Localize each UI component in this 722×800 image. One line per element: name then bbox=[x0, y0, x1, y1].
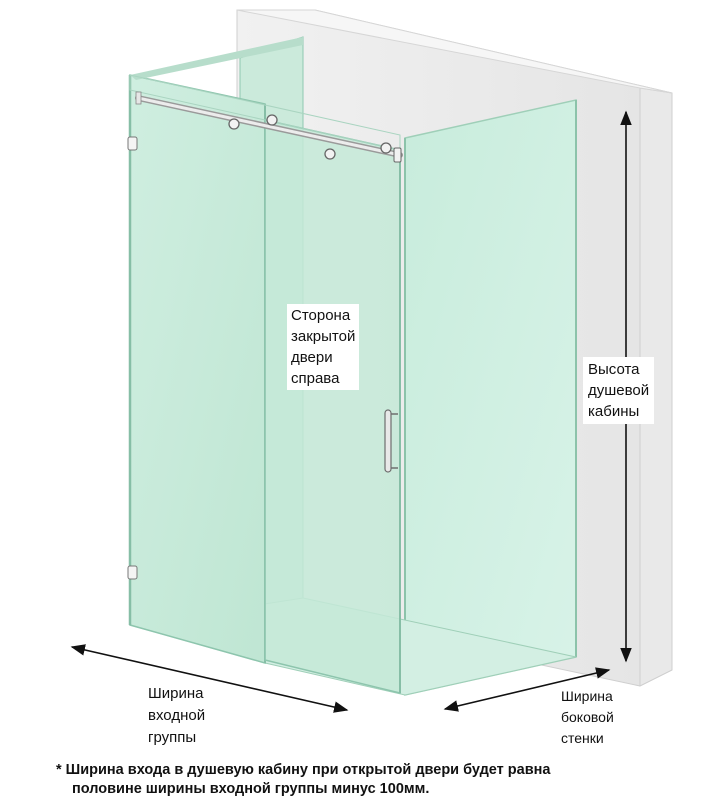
side-width-line-2: боковой bbox=[561, 709, 614, 725]
side-width-line-1: Ширина bbox=[561, 688, 613, 704]
height-label: Высота душевой кабины bbox=[583, 357, 655, 424]
entry-width-line-3: группы bbox=[148, 729, 197, 746]
door-side-line-2: закрытой bbox=[291, 328, 356, 345]
door-side-line-1: Сторона bbox=[291, 307, 351, 324]
entry-width-line-2: входной bbox=[148, 707, 206, 724]
side-width-dimension bbox=[443, 667, 611, 712]
entry-width-dimension bbox=[70, 644, 349, 713]
footnote: * Ширина входа в душевую кабину при откр… bbox=[56, 761, 716, 799]
entry-width-label: Ширина входной группы bbox=[144, 683, 210, 749]
side-width-line-3: стенки bbox=[561, 730, 604, 746]
door-side-line-4: справа bbox=[291, 370, 340, 387]
height-line-1: Высота bbox=[588, 361, 640, 378]
footnote-line-1: * Ширина входа в душевую кабину при откр… bbox=[56, 762, 551, 778]
height-line-2: душевой bbox=[588, 382, 650, 399]
side-glass-wall bbox=[404, 99, 577, 696]
height-line-3: кабины bbox=[588, 403, 640, 420]
door-handle bbox=[384, 409, 398, 473]
sliding-door-panel bbox=[129, 74, 401, 694]
entry-width-line-1: Ширина bbox=[148, 685, 204, 702]
sliding-rail bbox=[135, 91, 403, 163]
side-width-label: Ширина боковой стенки bbox=[557, 686, 618, 749]
footnote-line-2: половине ширины входной группы минус 100… bbox=[72, 781, 430, 797]
door-side-line-3: двери bbox=[291, 349, 333, 366]
door-side-label: Сторона закрытой двери справа bbox=[287, 304, 360, 390]
